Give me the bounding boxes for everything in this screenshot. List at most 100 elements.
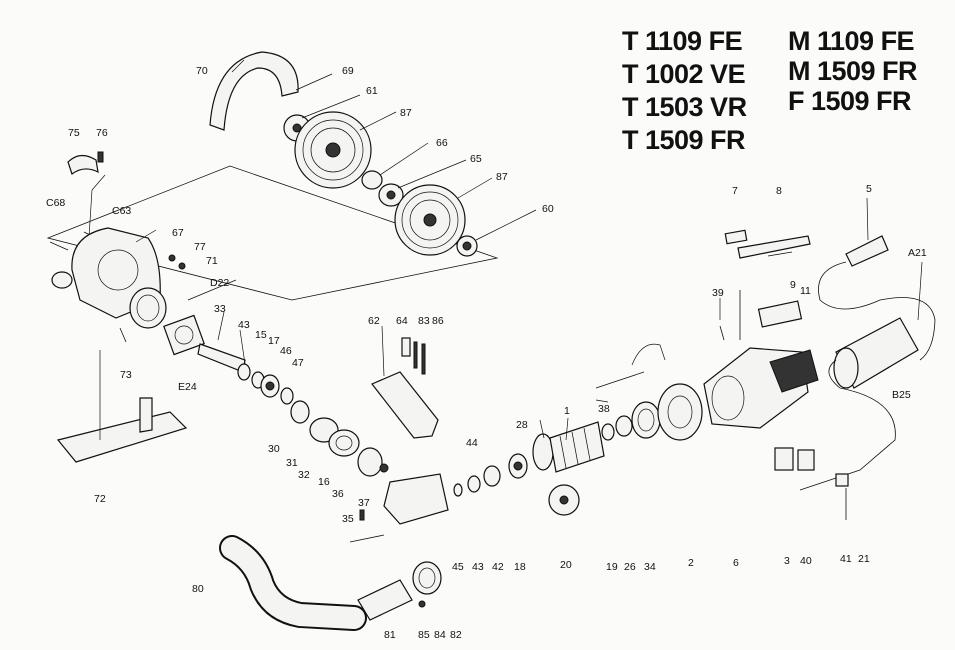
part-callout-a21: A21 xyxy=(908,247,927,259)
part-callout-9: 9 xyxy=(790,279,796,291)
part-callout-87: 87 xyxy=(496,171,508,183)
part-callout-33: 33 xyxy=(214,303,226,315)
handle-grip xyxy=(833,317,919,389)
part-callout-75: 75 xyxy=(68,127,80,139)
part-callout-62: 62 xyxy=(368,315,380,327)
part-callout-18: 18 xyxy=(514,561,526,573)
part-callout-80: 80 xyxy=(192,583,204,595)
part-callout-5: 5 xyxy=(866,183,872,195)
part-callout-20: 20 xyxy=(560,559,572,571)
part-callout-77: 77 xyxy=(194,241,206,253)
part-callout-31: 31 xyxy=(286,457,298,469)
spindle-shaft xyxy=(197,343,246,373)
part-callout-47: 47 xyxy=(292,357,304,369)
switch-module xyxy=(757,300,803,328)
part-callout-76: 76 xyxy=(96,127,108,139)
part-callout-7: 7 xyxy=(732,185,738,197)
part-callout-e24: E24 xyxy=(178,381,197,393)
armature xyxy=(549,421,605,473)
part-callout-67: 67 xyxy=(172,227,184,239)
part-callout-37: 37 xyxy=(358,497,370,509)
part-callout-d22: D22 xyxy=(210,277,229,289)
part-callout-3: 3 xyxy=(784,555,790,567)
part-callout-36: 36 xyxy=(332,488,344,500)
blade-guard xyxy=(209,51,299,131)
part-callout-38: 38 xyxy=(598,403,610,415)
model-label: M 1109 FE xyxy=(788,26,915,56)
base-outline xyxy=(46,165,499,301)
model-label: T 1002 VE xyxy=(622,59,746,89)
part-callout-b25: B25 xyxy=(892,389,911,401)
part-callout-65: 65 xyxy=(470,153,482,165)
hose-connector xyxy=(357,579,413,621)
part-callout-1: 1 xyxy=(564,405,570,417)
part-callout-61: 61 xyxy=(366,85,378,97)
gear xyxy=(357,447,383,477)
part-callout-35: 35 xyxy=(342,513,354,525)
part-callout-86: 86 xyxy=(432,315,444,327)
part-callout-40: 40 xyxy=(800,555,812,567)
part-callout-43: 43 xyxy=(238,319,250,331)
base-plate xyxy=(56,411,188,463)
part-callout-21: 21 xyxy=(858,553,870,565)
part-callout-46: 46 xyxy=(280,345,292,357)
part-callout-64: 64 xyxy=(396,315,408,327)
power-plug xyxy=(845,235,889,267)
bearing-flange xyxy=(163,314,205,356)
stator-field xyxy=(657,383,703,441)
switch-plate xyxy=(737,235,811,259)
washer xyxy=(361,170,383,190)
part-callout-42: 42 xyxy=(492,561,504,573)
hose-clamp xyxy=(412,561,442,595)
screw xyxy=(97,151,104,163)
part-callout-73: 73 xyxy=(120,369,132,381)
model-label: T 1509 FR xyxy=(622,125,746,155)
part-callout-11: 11 xyxy=(800,285,811,297)
part-callout-82: 82 xyxy=(450,629,462,641)
power-cable xyxy=(818,261,936,361)
part-callout-c63: C63 xyxy=(112,205,131,217)
part-callout-70: 70 xyxy=(196,65,208,77)
part-callout-44: 44 xyxy=(466,437,478,449)
model-label: F 1509 FR xyxy=(788,86,912,116)
leader-lines xyxy=(135,59,923,441)
gearbox-cover xyxy=(371,371,439,439)
part-callout-45: 45 xyxy=(452,561,464,573)
part-callout-30: 30 xyxy=(268,443,280,455)
part-callout-19: 19 xyxy=(606,561,618,573)
part-callout-85: 85 xyxy=(418,629,430,641)
model-label: T 1109 FE xyxy=(622,26,743,56)
part-callout-16: 16 xyxy=(318,476,330,488)
part-callout-2: 2 xyxy=(688,557,694,569)
part-callout-28: 28 xyxy=(516,419,528,431)
part-callout-66: 66 xyxy=(436,137,448,149)
part-callout-43: 43 xyxy=(472,561,484,573)
cutting-disc-upper xyxy=(294,111,372,189)
part-callout-15: 15 xyxy=(255,329,267,341)
part-callout-72: 72 xyxy=(94,493,106,505)
part-callout-34: 34 xyxy=(644,561,656,573)
part-callout-6: 6 xyxy=(733,557,739,569)
model-label: T 1503 VR xyxy=(622,92,747,122)
part-callout-39: 39 xyxy=(712,287,724,299)
part-callout-87: 87 xyxy=(400,107,412,119)
part-callout-81: 81 xyxy=(384,629,396,641)
part-callout-71: 71 xyxy=(206,255,218,267)
power-cable-lower xyxy=(799,359,896,491)
part-callout-32: 32 xyxy=(298,469,310,481)
part-callout-41: 41 xyxy=(840,553,852,565)
part-callout-60: 60 xyxy=(542,203,554,215)
part-callout-8: 8 xyxy=(776,185,782,197)
part-callout-c68: C68 xyxy=(46,197,65,209)
model-label: M 1509 FR xyxy=(788,56,918,86)
switch xyxy=(724,229,748,245)
clip xyxy=(67,154,99,175)
gear-head xyxy=(383,473,449,525)
bearing-ring xyxy=(129,287,167,329)
part-callout-84: 84 xyxy=(434,629,446,641)
cutting-disc-lower xyxy=(394,184,466,256)
motor-housing xyxy=(703,347,819,429)
part-callout-17: 17 xyxy=(268,335,280,347)
model-list: T 1109 FE T 1002 VE T 1503 VR T 1509 FR … xyxy=(622,28,942,158)
